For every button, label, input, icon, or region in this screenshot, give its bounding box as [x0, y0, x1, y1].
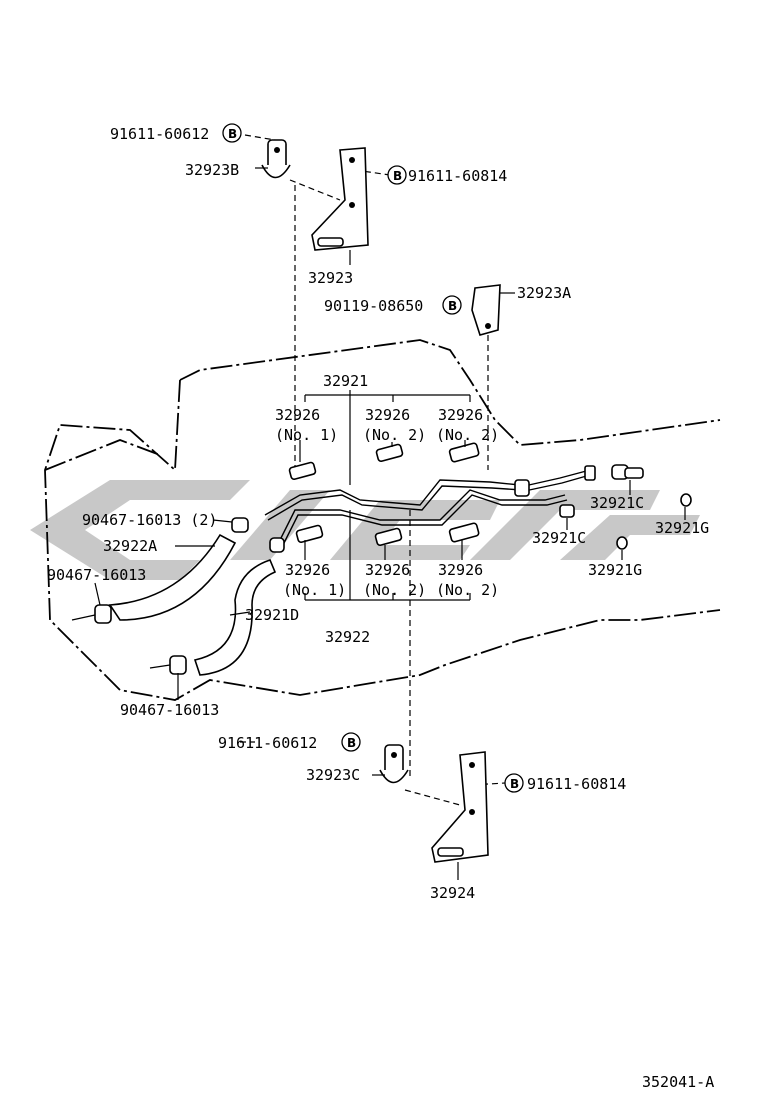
label-32921c-b: 32921C [532, 529, 586, 547]
label-32923c: 32923C [306, 766, 360, 784]
label-32926-no2-bot-a: 32926 [365, 561, 410, 579]
label-32922a: 32922A [103, 537, 157, 555]
label-32921: 32921 [323, 372, 368, 390]
dashed-leaders [240, 134, 506, 806]
label-32926-no1-top: 32926 [275, 406, 320, 424]
watermark-logo [30, 480, 700, 580]
hoses [71, 517, 285, 676]
circle-b-1: B [228, 127, 237, 141]
label-32926-no2-bot-a-sub: (No. 2) [363, 581, 426, 599]
label-32923: 32923 [308, 269, 353, 287]
bracket-32923 [311, 147, 369, 251]
label-91611-60814-top: 91611-60814 [408, 167, 507, 185]
engine-outline [44, 339, 721, 701]
circle-b-2: B [393, 169, 402, 183]
circle-b-3: B [448, 299, 457, 313]
label-32922: 32922 [325, 628, 370, 646]
circle-b-4: B [347, 736, 356, 750]
fittings [559, 464, 692, 550]
label-32923a: 32923A [517, 284, 571, 302]
label-32921g-b: 32921G [588, 561, 642, 579]
label-91611-60612-bot: 91611-60612 [218, 734, 317, 752]
sleeves-top [288, 442, 480, 481]
label-32926-no2-top-a: 32926 [365, 406, 410, 424]
clamp-32923b [261, 139, 291, 179]
label-90467-16013-bot: 90467-16013 [120, 701, 219, 719]
circle-b-marks: B B B B B [222, 123, 524, 793]
group-brackets [94, 167, 686, 880]
label-32926-no2-top-a-sub: (No. 2) [363, 426, 426, 444]
label-91611-60612-top: 91611-60612 [110, 125, 209, 143]
circle-b-5: B [510, 777, 519, 791]
label-90119-08650: 90119-08650 [324, 297, 423, 315]
bracket-32924 [431, 751, 489, 863]
label-32924: 32924 [430, 884, 475, 902]
label-90467-16013-left: 90467-16013 [47, 566, 146, 584]
label-32926-no2-top-b: 32926 [438, 406, 483, 424]
label-90467-16013-2: 90467-16013 (2) [82, 511, 217, 529]
bracket-32923a [471, 284, 501, 336]
part-labels: 91611-60612 32923B 91611-60814 32923 901… [47, 125, 714, 1091]
label-32926-no2-top-b-sub: (No. 2) [436, 426, 499, 444]
label-32921g-a: 32921G [655, 519, 709, 537]
label-32926-no1-bot-sub: (No. 1) [283, 581, 346, 599]
label-32921c-a: 32921C [590, 494, 644, 512]
label-91611-60814-bot: 91611-60814 [527, 775, 626, 793]
sleeves-bottom [295, 522, 480, 547]
drawing-number: 352041-A [642, 1073, 714, 1091]
clamp-32923c [379, 744, 409, 784]
label-32923b: 32923B [185, 161, 239, 179]
pipe-assembly [264, 465, 596, 546]
label-32926-no1-top-sub: (No. 1) [275, 426, 338, 444]
label-32926-no1-bot: 32926 [285, 561, 330, 579]
label-32926-no2-bot-b-sub: (No. 2) [436, 581, 499, 599]
label-32921d: 32921D [245, 606, 299, 624]
label-32926-no2-bot-b: 32926 [438, 561, 483, 579]
